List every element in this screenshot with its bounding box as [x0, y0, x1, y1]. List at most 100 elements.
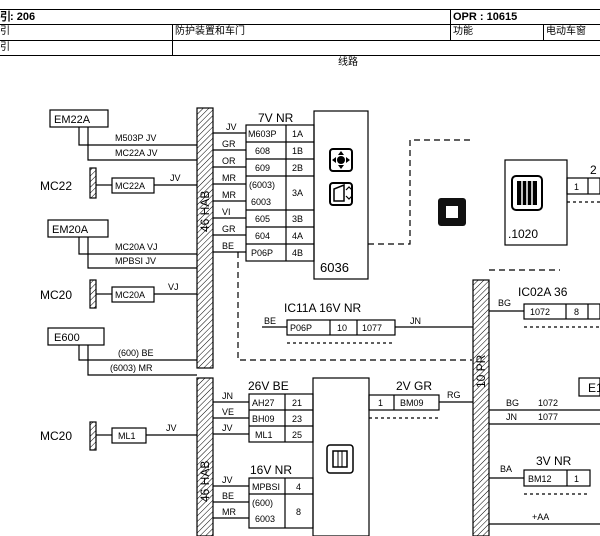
header-rule — [0, 9, 600, 10]
dashed-link-6036 — [368, 139, 470, 245]
tag-ml1-text: ML1 — [118, 431, 136, 441]
header-rule — [0, 24, 600, 25]
connector-em20a — [47, 219, 109, 238]
26v-color: JV — [222, 423, 233, 433]
right-bm12: BM12 — [528, 474, 552, 484]
label-mc20-top: MC20 — [40, 288, 72, 302]
dashed-link-p06p — [237, 252, 472, 361]
right-1072: 1072 — [538, 398, 558, 408]
26v-id: BH09 — [252, 414, 275, 424]
wire-mc20a — [78, 237, 197, 255]
harness-10pr — [472, 279, 490, 536]
ic02a-cell: 1072 — [530, 307, 550, 317]
ic11a-be: BE — [264, 316, 276, 326]
6036-wire: 605 — [255, 214, 270, 224]
connector-e1-partial — [578, 377, 600, 397]
6036-pin: 3A — [292, 188, 303, 198]
6036-wire: 608 — [255, 146, 270, 156]
header-divider — [450, 9, 451, 40]
label-e1: E1 — [588, 381, 600, 395]
26v-pin: 21 — [292, 398, 302, 408]
label-46hab-bottom: 46 HAB — [198, 461, 212, 502]
header-rule — [0, 40, 600, 41]
wire-6003 — [87, 345, 197, 376]
right-aa: +AA — [532, 512, 549, 522]
motor-icon — [511, 175, 543, 211]
wire-label-jv-ml1: JV — [166, 423, 177, 433]
wire-mc22a — [87, 127, 197, 161]
switch-a-icon — [438, 198, 466, 226]
opr-code: OPR : 10615 — [453, 11, 518, 23]
mirror-adjust-switch-icon — [329, 148, 353, 172]
label-mc20-bottom: MC20 — [40, 429, 72, 443]
label-46hab-top: 46 HAB — [198, 191, 212, 232]
ground-mc22 — [89, 167, 97, 199]
connector-16v — [248, 477, 314, 529]
ic11a-cell: 1077 — [362, 323, 382, 333]
ic11a-cell: 10 — [337, 323, 347, 333]
right-two: 2 — [590, 163, 597, 177]
ic11a-header: IC11A 16V NR — [284, 301, 361, 315]
6036-pin: 1A — [292, 129, 303, 139]
6036-row-lines — [246, 141, 314, 245]
16v-color: BE — [222, 491, 234, 501]
6036-color: BE — [222, 241, 234, 251]
6036-harness-links — [213, 132, 246, 253]
model-prefix: 引 — [0, 11, 11, 23]
6036-pin: 4B — [292, 248, 303, 258]
16v-pin: 4 — [296, 482, 301, 492]
ic11a-cell: P06P — [290, 323, 312, 333]
16v-id: 6003 — [255, 514, 275, 524]
ground-mc20-top — [89, 279, 97, 309]
harness-46hab-bottom — [196, 377, 214, 536]
6036-color: MR — [222, 173, 236, 183]
wire-label-jv-mc22: JV — [170, 173, 181, 183]
wire-label-vj: VJ — [168, 282, 179, 292]
wire-mpbsi — [87, 237, 197, 269]
26v-color: JN — [222, 391, 233, 401]
function-label: 功能 — [453, 26, 473, 37]
6036-pin: 4A — [292, 231, 303, 241]
6036-color: MR — [222, 190, 236, 200]
relay-module — [312, 377, 370, 536]
label-10pr: 10 PR — [474, 354, 488, 388]
wire-label-mpbsi: MPBSI JV — [115, 256, 156, 266]
ic02a-cell: 8 — [574, 307, 579, 317]
2v-header: 2V GR — [396, 379, 432, 393]
26v-id: AH27 — [252, 398, 275, 408]
label-em20a: EM20A — [52, 224, 89, 236]
label-mc22: MC22 — [40, 179, 72, 193]
tag-mc20a-text: MC20A — [115, 290, 145, 300]
26v-header: 26V BE — [248, 379, 289, 393]
unit-1020-label: .1020 — [508, 227, 538, 241]
label-em22a: EM22A — [54, 114, 91, 126]
2v-cell: 1 — [378, 398, 383, 408]
16v-color: JV — [222, 475, 233, 485]
connector-e600 — [47, 327, 105, 346]
function-value: 电动车窗 — [546, 26, 586, 37]
6036-color: VI — [222, 207, 231, 217]
ic11a-jn: JN — [410, 316, 421, 326]
ic02a-header: IC02A 36 — [518, 285, 568, 299]
6036-color: JV — [226, 122, 237, 132]
26v-id: ML1 — [255, 430, 273, 440]
row2-prefix: 引 — [0, 26, 10, 37]
header-divider — [172, 24, 173, 56]
6036-label: 6036 — [320, 260, 349, 275]
6036-wire: 6003 — [251, 197, 271, 207]
wire-label-m503p: M503P JV — [115, 133, 156, 143]
unit-6036 — [313, 110, 369, 280]
16v-header: 16V NR — [250, 463, 292, 477]
header-divider — [543, 24, 544, 40]
right-one-small: 1 — [574, 182, 579, 192]
row3-prefix: 引 — [0, 42, 10, 53]
right-ba: BA — [500, 464, 512, 474]
wire-600 — [78, 345, 197, 361]
diagram-subtitle: 线路 — [338, 57, 358, 68]
section-value: 防护装置和车门 — [175, 26, 245, 37]
right-bg: BG — [506, 398, 519, 408]
tag-mc22a-text: MC22A — [115, 181, 145, 191]
16v-pin: 8 — [296, 507, 301, 517]
6036-color: OR — [222, 156, 236, 166]
